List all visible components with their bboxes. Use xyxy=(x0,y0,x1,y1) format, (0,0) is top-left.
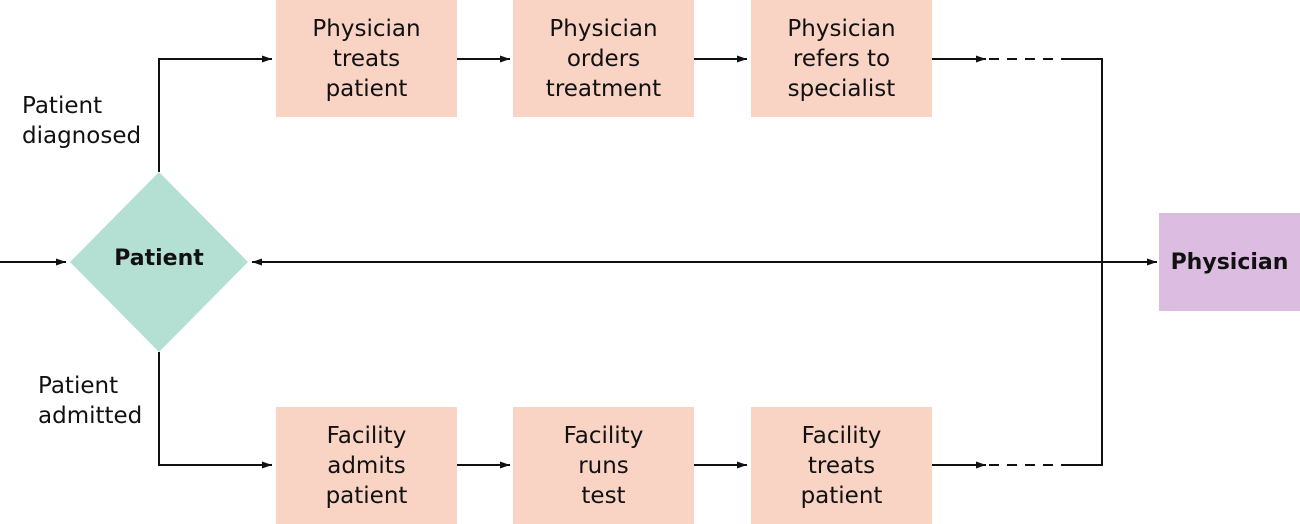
lower-step-box: Facility admits patient xyxy=(276,407,457,524)
upper-step-box: Physician refers to specialist xyxy=(751,0,932,117)
patient-diamond xyxy=(70,172,248,352)
upper-branch-label: Patient diagnosed xyxy=(22,93,142,149)
lower-step-label: Facility admits patient xyxy=(325,422,408,509)
lower-branch-label: Patient admitted xyxy=(38,373,143,429)
upper-step-label: Physician refers to specialist xyxy=(787,15,896,102)
upper-step-label: Physician treats patient xyxy=(312,15,421,102)
physician-node-label: Physician xyxy=(1170,249,1289,275)
upper-step-label: Physician orders treatment xyxy=(545,15,662,102)
upper-step-box: Physician treats patient xyxy=(276,0,457,117)
upper-branch-connector xyxy=(158,55,272,172)
lower-step-box: Facility runs test xyxy=(513,407,694,524)
lower-branch-connector xyxy=(158,352,272,469)
patient-node-label: Patient xyxy=(114,246,204,271)
physician-node: Physician xyxy=(1159,213,1300,311)
lower-step-label: Facility runs test xyxy=(563,422,644,509)
lower-step-label: Facility treats patient xyxy=(800,422,883,509)
lower-step-box: Facility treats patient xyxy=(751,407,932,524)
upper-step-box: Physician orders treatment xyxy=(513,0,694,117)
